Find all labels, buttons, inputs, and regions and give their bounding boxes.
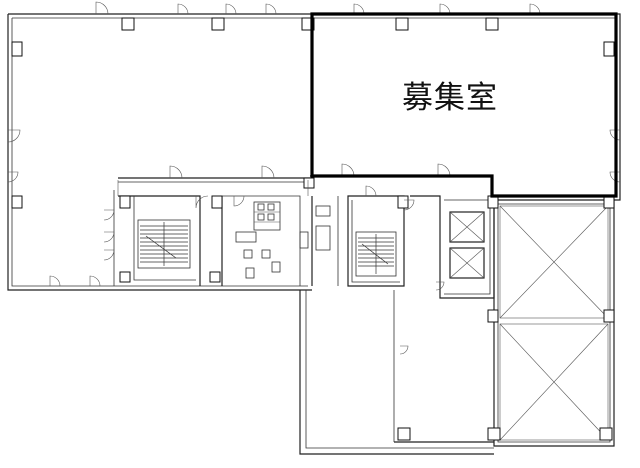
elevator-upper: [449, 211, 485, 243]
shaft-x-lower: [499, 323, 609, 441]
elevator-lower: [449, 247, 485, 279]
outer-walls: [7, 13, 621, 455]
staircase-left: [137, 219, 191, 269]
staircase-right: [355, 231, 397, 277]
restroom-fixtures: [235, 201, 331, 279]
vacant-room-label: 募集室: [402, 80, 498, 116]
vacant-room-outline: [310, 12, 618, 198]
shaft-x-upper: [499, 205, 609, 319]
core-walls: [113, 175, 495, 299]
corridor-lines: [117, 180, 309, 196]
columns: [11, 17, 615, 441]
